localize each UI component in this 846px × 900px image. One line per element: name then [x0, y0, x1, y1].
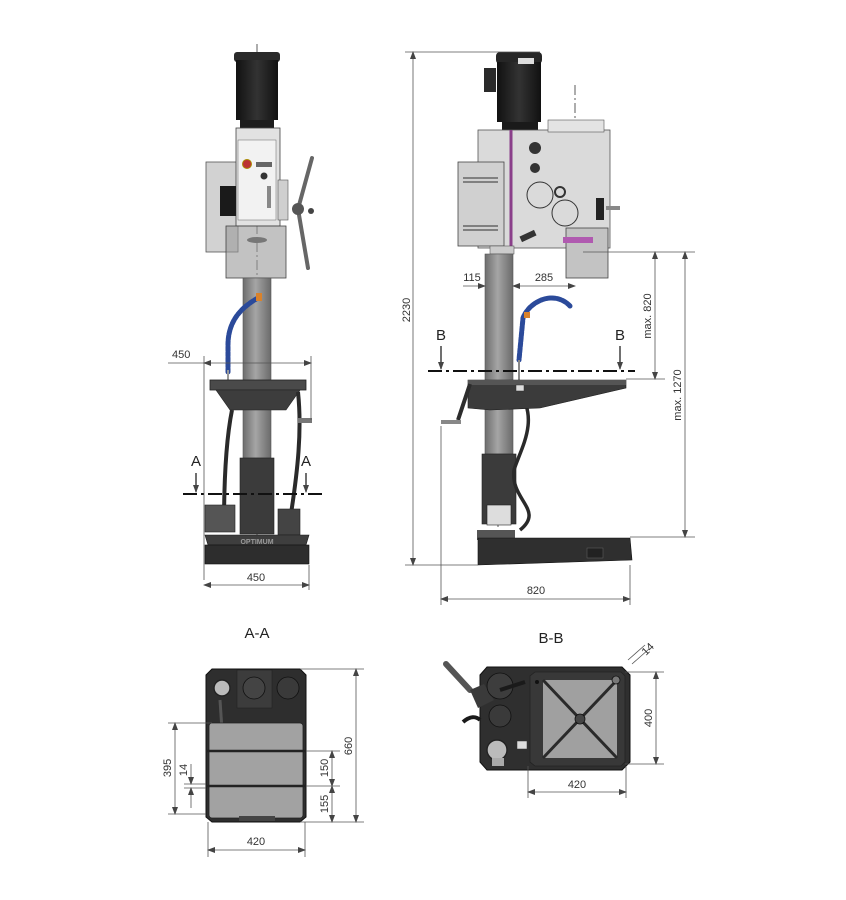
section-aa: A-A 660 150 155 395 14 420 — [162, 625, 364, 857]
section-aa-title: A-A — [244, 625, 269, 642]
dim-aa-slot-edge: 155 — [319, 795, 331, 813]
coolant-hose — [225, 295, 261, 375]
dim-base-width: 450 — [247, 572, 265, 584]
dim-aa-slot-spacing: 150 — [319, 759, 331, 777]
motor — [234, 52, 280, 137]
section-marker-a-right: A — [301, 453, 311, 470]
side-base — [477, 530, 633, 566]
dim-aa-slot-area: 395 — [162, 759, 174, 777]
dim-column-offset: 115 — [463, 272, 481, 284]
dim-max-spindle-table: max. 820 — [642, 293, 654, 338]
brand-label: OPTIMUM — [240, 539, 273, 546]
dim-bb-height: 400 — [643, 709, 655, 727]
section-marker-b-left: B — [436, 327, 446, 344]
section-marker-b-right: B — [615, 327, 625, 344]
dim-spindle-reach: 285 — [535, 272, 553, 284]
side-motor — [484, 52, 542, 130]
drill-head — [205, 127, 314, 279]
side-work-table — [441, 379, 627, 424]
side-column — [484, 253, 514, 455]
dim-table-width: 450 — [172, 349, 190, 361]
dim-bb-slot-width: 14 — [640, 641, 657, 658]
front-view: OPTIMUM A A 450 450 — [168, 44, 322, 590]
side-view: B B 2230 115 285 max. 820 max. 1270 820 — [401, 51, 695, 605]
base: OPTIMUM — [204, 504, 310, 565]
section-marker-a-left: A — [191, 453, 201, 470]
dim-aa-width: 420 — [247, 836, 265, 848]
section-bb: B-B 400 420 14 — [443, 630, 664, 798]
dim-aa-height: 660 — [343, 737, 355, 755]
dim-total-height: 2230 — [401, 298, 413, 322]
dim-overall-depth: 820 — [527, 585, 545, 597]
section-bb-title: B-B — [538, 630, 563, 647]
side-drill-head — [457, 119, 620, 279]
side-coolant-hose — [516, 295, 573, 363]
dim-bb-width: 420 — [568, 779, 586, 791]
dim-aa-slot-width: 14 — [178, 764, 190, 776]
column — [242, 277, 272, 459]
dim-max-spindle-base: max. 1270 — [672, 369, 684, 420]
